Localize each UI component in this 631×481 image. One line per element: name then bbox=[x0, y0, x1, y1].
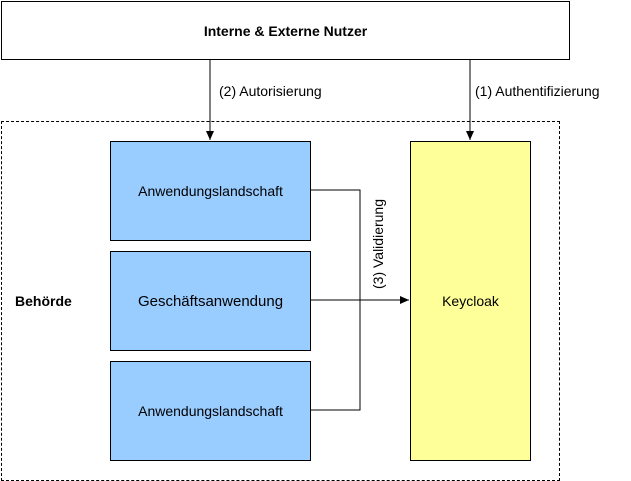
application-node-label: Anwendungslandschaft bbox=[138, 183, 283, 199]
authorization-edge-label: (2) Autorisierung bbox=[219, 83, 322, 99]
application-landscape-node-top: Anwendungslandschaft bbox=[110, 141, 311, 241]
application-node-label: Geschäftsanwendung bbox=[137, 292, 284, 310]
authentication-edge-label: (1) Authentifizierung bbox=[475, 83, 600, 99]
users-node: Interne & Externe Nutzer bbox=[1, 1, 570, 60]
business-application-node: Geschäftsanwendung bbox=[110, 251, 311, 351]
keycloak-node-label: Keycloak bbox=[442, 293, 499, 309]
validation-connector-top bbox=[311, 189, 361, 300]
users-node-label: Interne & Externe Nutzer bbox=[203, 22, 368, 39]
application-landscape-node-bottom: Anwendungslandschaft bbox=[110, 361, 311, 461]
keycloak-node: Keycloak bbox=[410, 141, 531, 461]
validation-connector-bottom bbox=[311, 300, 361, 411]
validation-edge-label: (3) Validierung bbox=[369, 196, 387, 291]
validation-edge-text: (3) Validierung bbox=[370, 198, 387, 289]
authority-label: Behörde bbox=[15, 293, 72, 309]
application-node-label: Anwendungslandschaft bbox=[138, 403, 283, 419]
